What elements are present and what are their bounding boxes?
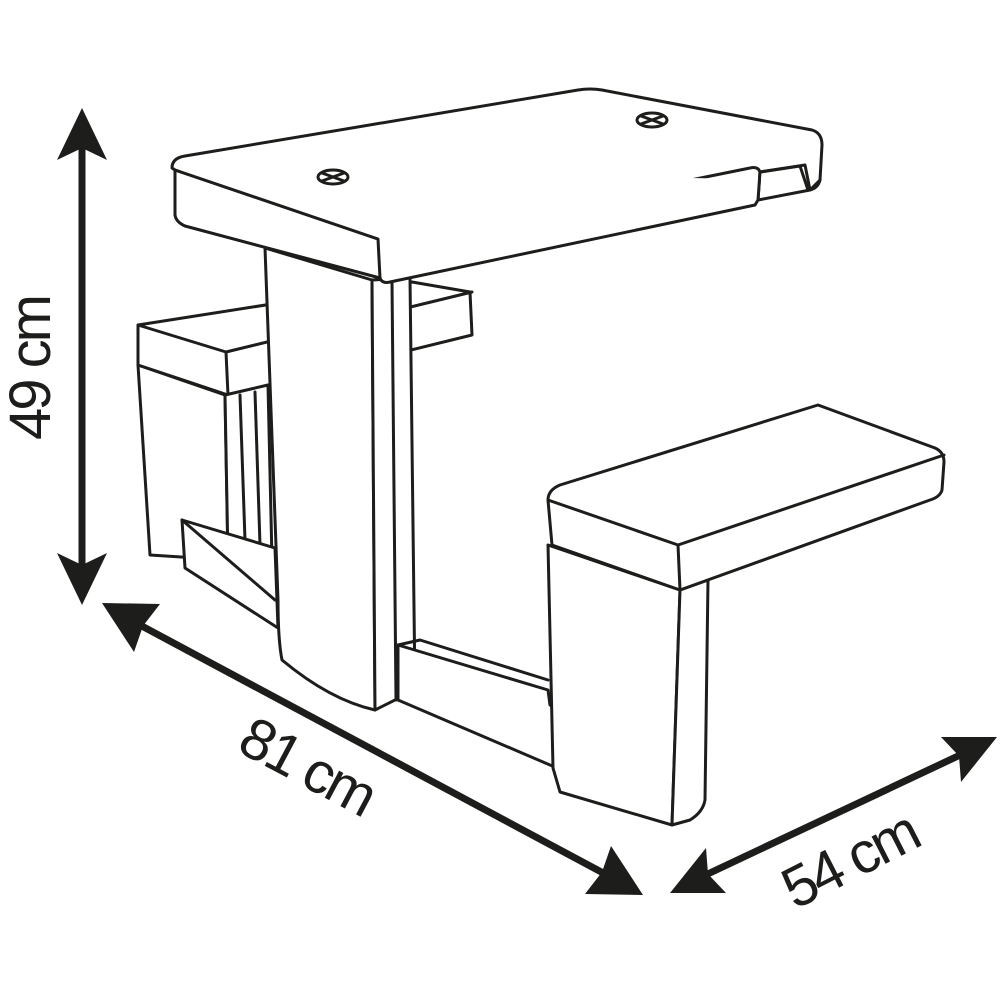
right-bench (396, 403, 946, 827)
depth-label: 54 cm (771, 799, 928, 922)
height-arrow (57, 108, 107, 605)
length-arrow (102, 603, 643, 895)
length-label: 81 cm (229, 704, 386, 829)
table-top (170, 87, 824, 284)
table-hole-right (635, 111, 669, 129)
depth-arrow (670, 737, 997, 893)
height-label: 49 cm (0, 297, 63, 440)
table-hole-left (316, 168, 350, 186)
pedestal (263, 246, 417, 712)
